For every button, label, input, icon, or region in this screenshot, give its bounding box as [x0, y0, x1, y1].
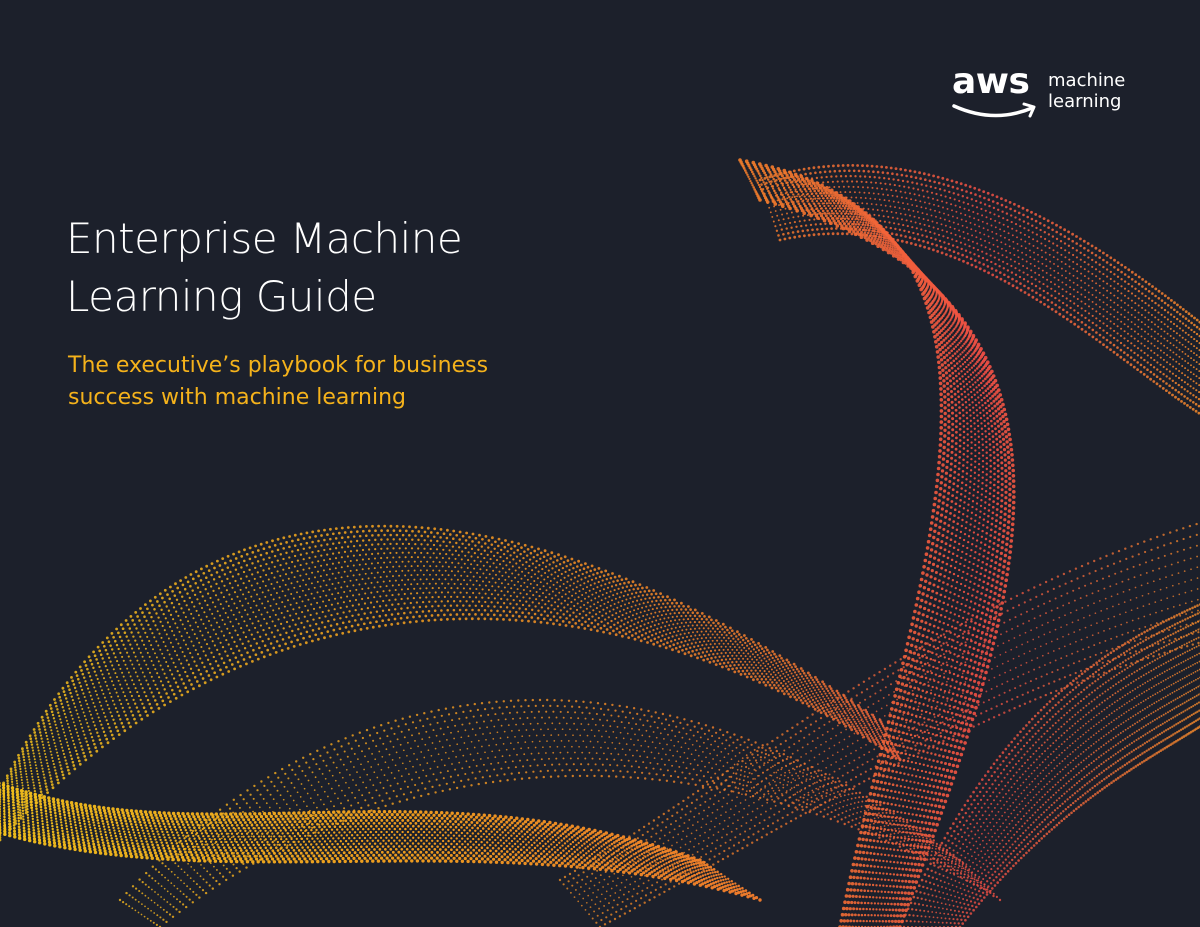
subtitle-line1: The executive’s playbook for business — [68, 353, 489, 378]
aws-wordmark: aws — [952, 61, 1030, 102]
page-subtitle: The executive’s playbook for business su… — [68, 350, 488, 414]
logo-text-line1: machine — [1048, 70, 1126, 91]
logo-product-name: machine learning — [1048, 70, 1125, 112]
aws-smile-icon — [952, 102, 1036, 118]
subtitle-line2: success with machine learning — [68, 385, 407, 410]
page-title: Enterprise Machine Learning Guide — [66, 210, 463, 326]
logo-text-line2: learning — [1048, 91, 1122, 112]
aws-machine-learning-logo: aws machine learning — [946, 62, 1146, 126]
title-line1: Enterprise Machine — [66, 214, 463, 263]
title-line2: Learning Guide — [66, 272, 377, 321]
